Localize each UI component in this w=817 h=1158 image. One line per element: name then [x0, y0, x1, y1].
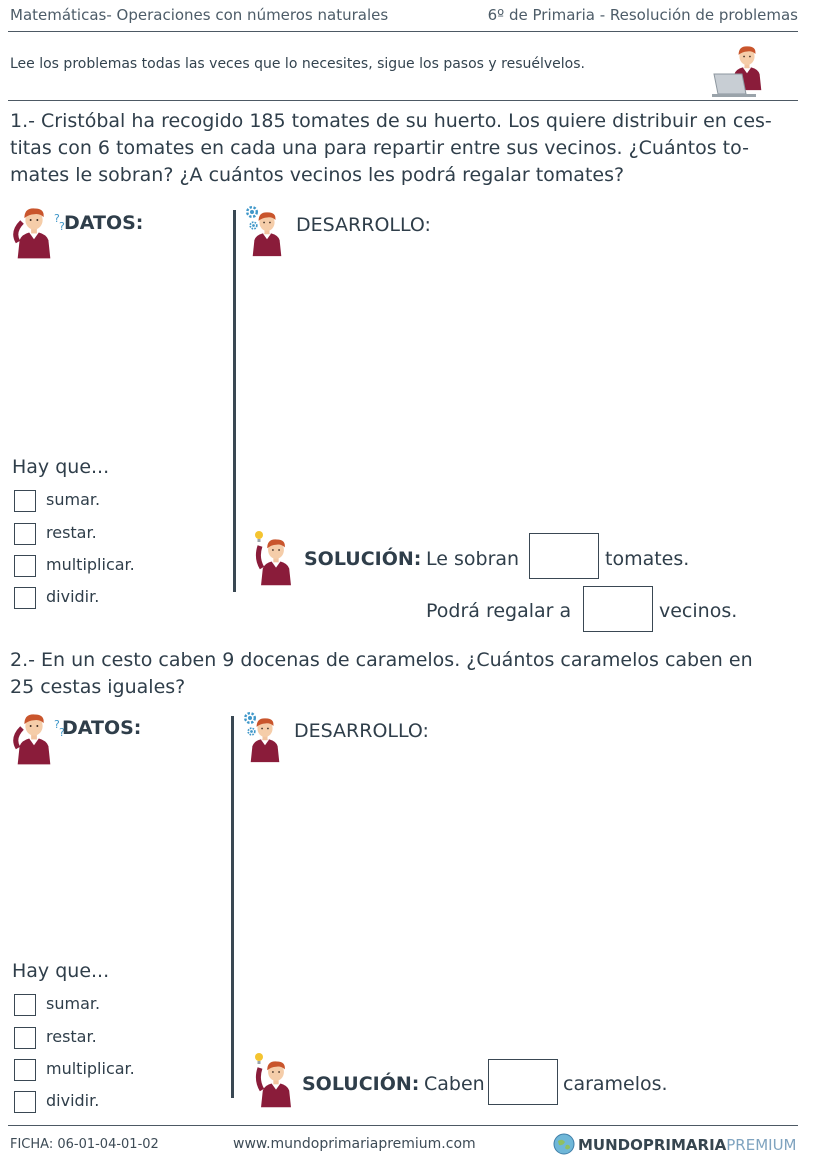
checkbox[interactable] — [14, 1091, 36, 1113]
answer-1-suffix: tomates. — [605, 548, 690, 570]
checkbox[interactable] — [14, 1059, 36, 1081]
answer-1-suffix: caramelos. — [563, 1073, 668, 1095]
answer-box-sobran[interactable] — [529, 533, 599, 579]
option-label: multiplicar. — [46, 555, 135, 574]
column-divider — [231, 716, 234, 1098]
svg-text:?: ? — [59, 726, 65, 739]
desarrollo-label: DESARROLLO: — [296, 214, 431, 236]
problem-2-line: 25 cestas iguales? — [10, 676, 186, 698]
student-idea-icon — [250, 1050, 298, 1112]
checkbox[interactable] — [14, 523, 36, 545]
student-idea-icon — [250, 528, 298, 590]
datos-label: DATOS: — [62, 717, 142, 739]
problem-2-line: 2.- En un cesto caben 9 docenas de caram… — [10, 649, 753, 671]
answer-2-prefix: Podrá regalar a — [426, 600, 572, 622]
solucion-label: SOLUCIÓN: — [302, 1073, 420, 1095]
student-thinking-icon: ? ? — [10, 202, 66, 260]
student-thinking-icon: ? ? — [10, 708, 66, 766]
header-grade: 6º de Primaria - Resolución de problemas — [487, 6, 798, 24]
svg-text:?: ? — [54, 718, 60, 731]
student-gears-icon — [244, 204, 288, 260]
ficha-code: FICHA: 06-01-04-01-02 — [10, 1137, 159, 1152]
website-url[interactable]: www.mundoprimariapremium.com — [233, 1136, 476, 1152]
desarrollo-label: DESARROLLO: — [294, 720, 429, 742]
solucion-label: SOLUCIÓN: — [304, 548, 422, 570]
checkbox[interactable] — [14, 490, 36, 512]
option-label: restar. — [46, 523, 97, 542]
datos-label: DATOS: — [64, 212, 144, 234]
problem-1-line: mates le sobran? ¿A cuántos vecinos les … — [10, 164, 625, 186]
globe-icon — [553, 1133, 575, 1155]
checkbox[interactable] — [14, 555, 36, 577]
option-label: sumar. — [46, 490, 101, 509]
checkbox[interactable] — [14, 994, 36, 1016]
hay-que-label: Hay que... — [12, 960, 110, 982]
brand-logo: MUNDOPRIMARIAPREMIUM — [578, 1136, 797, 1154]
option-label: dividir. — [46, 1091, 100, 1110]
answer-2-suffix: vecinos. — [659, 600, 738, 622]
header-divider — [8, 31, 798, 32]
answer-1-prefix: Le sobran — [426, 548, 520, 570]
answer-box-caramelos[interactable] — [488, 1059, 558, 1105]
student-gears-icon — [242, 710, 286, 766]
header-subject: Matemáticas- Operaciones con números nat… — [10, 6, 389, 24]
problem-1-line: 1.- Cristóbal ha recogido 185 tomates de… — [10, 110, 772, 132]
problem-2-statement: 2.- En un cesto caben 9 docenas de caram… — [10, 647, 753, 701]
intro-divider — [8, 100, 798, 101]
column-divider — [233, 210, 236, 592]
hay-que-label: Hay que... — [12, 456, 110, 478]
svg-text:?: ? — [59, 220, 65, 233]
student-laptop-icon — [712, 36, 768, 98]
option-label: sumar. — [46, 994, 101, 1013]
answer-1-prefix: Caben — [424, 1073, 485, 1095]
checkbox[interactable] — [14, 587, 36, 609]
option-label: restar. — [46, 1027, 97, 1046]
option-label: dividir. — [46, 587, 100, 606]
problem-1-statement: 1.- Cristóbal ha recogido 185 tomates de… — [10, 108, 772, 189]
brand-premium: PREMIUM — [726, 1136, 797, 1154]
checkbox[interactable] — [14, 1027, 36, 1049]
answer-box-vecinos[interactable] — [583, 586, 653, 632]
svg-text:?: ? — [54, 212, 60, 225]
footer-divider — [8, 1125, 798, 1126]
problem-1-line: titas con 6 tomates en cada una para rep… — [10, 137, 749, 159]
brand-main: MUNDOPRIMARIA — [578, 1136, 727, 1154]
instructions: Lee los problemas todas las veces que lo… — [10, 56, 585, 72]
option-label: multiplicar. — [46, 1059, 135, 1078]
